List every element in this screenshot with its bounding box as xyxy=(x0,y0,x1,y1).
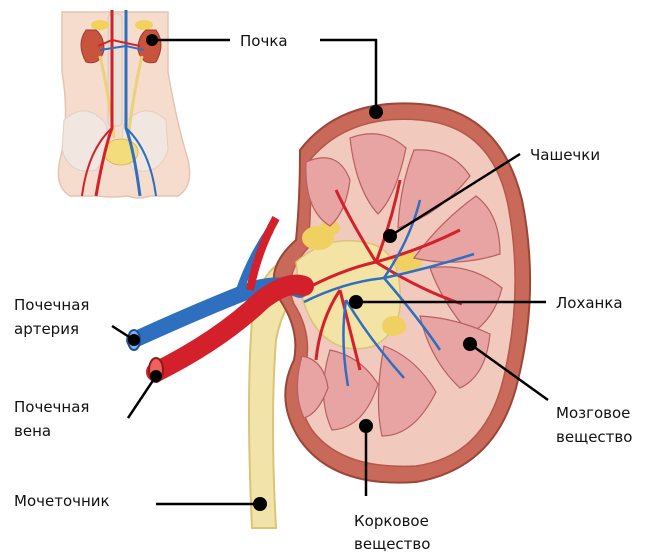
kidney-cross-section xyxy=(274,103,530,482)
label-pelvis: Лоханка xyxy=(556,292,623,314)
label-renal-vein-line2: вена xyxy=(14,420,51,442)
label-medulla-line1: Мозговое xyxy=(556,402,630,424)
label-renal-vein-line1: Почечная xyxy=(14,396,89,418)
label-renal-artery-line1: Почечная xyxy=(14,294,89,316)
label-kidney: Почка xyxy=(240,30,288,52)
label-calyces: Чашечки xyxy=(530,144,600,166)
label-ureter: Мочеточник xyxy=(14,490,110,512)
label-cortex-line1: Корковое xyxy=(354,510,429,532)
label-cortex-line2: вещество xyxy=(354,533,430,555)
body-thumbnail xyxy=(58,10,189,198)
label-medulla-line2: вещество xyxy=(556,426,632,448)
label-renal-artery-line2: артерия xyxy=(14,318,79,340)
